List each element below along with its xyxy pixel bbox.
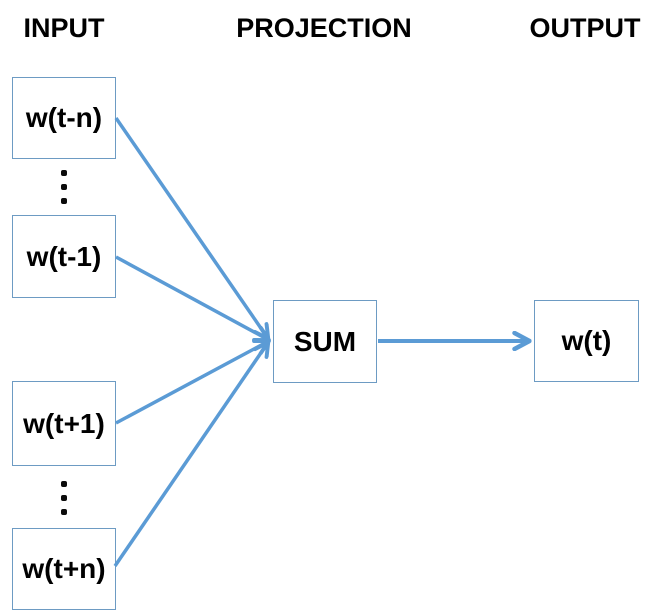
sum-node: SUM — [273, 300, 377, 383]
dot — [61, 481, 67, 487]
input-node-w-t-plus-1: w(t+1) — [12, 381, 116, 466]
dot — [61, 495, 67, 501]
arrow-wt1-to-sum — [115, 255, 267, 339]
dot — [61, 170, 67, 176]
input-node-w-t-minus-1: w(t-1) — [12, 215, 116, 298]
output-node-w-t: w(t) — [534, 300, 639, 382]
ellipsis-dots-top — [12, 170, 116, 204]
node-label: w(t) — [561, 325, 612, 356]
column-header-projection: PROJECTION — [236, 13, 412, 43]
ellipsis-dots-bottom — [12, 481, 116, 515]
arrow-wtp1-to-sum — [115, 342, 267, 425]
input-node-w-t-plus-n: w(t+n) — [12, 528, 116, 610]
dot — [61, 509, 67, 515]
arrow-wtpn-to-sum — [113, 344, 267, 567]
node-label: w(t+n) — [22, 553, 106, 584]
dot — [61, 184, 67, 190]
input-node-w-t-minus-n: w(t-n) — [12, 77, 116, 159]
node-label: w(t+1) — [23, 407, 105, 439]
node-label: w(t-1) — [26, 240, 102, 272]
column-header-output: OUTPUT — [529, 13, 641, 43]
node-label: SUM — [293, 325, 357, 357]
arrow-wtn-to-sum — [114, 117, 267, 337]
node-label: w(t-n) — [25, 102, 103, 133]
dot — [61, 198, 67, 204]
column-header-input: INPUT — [23, 13, 105, 43]
